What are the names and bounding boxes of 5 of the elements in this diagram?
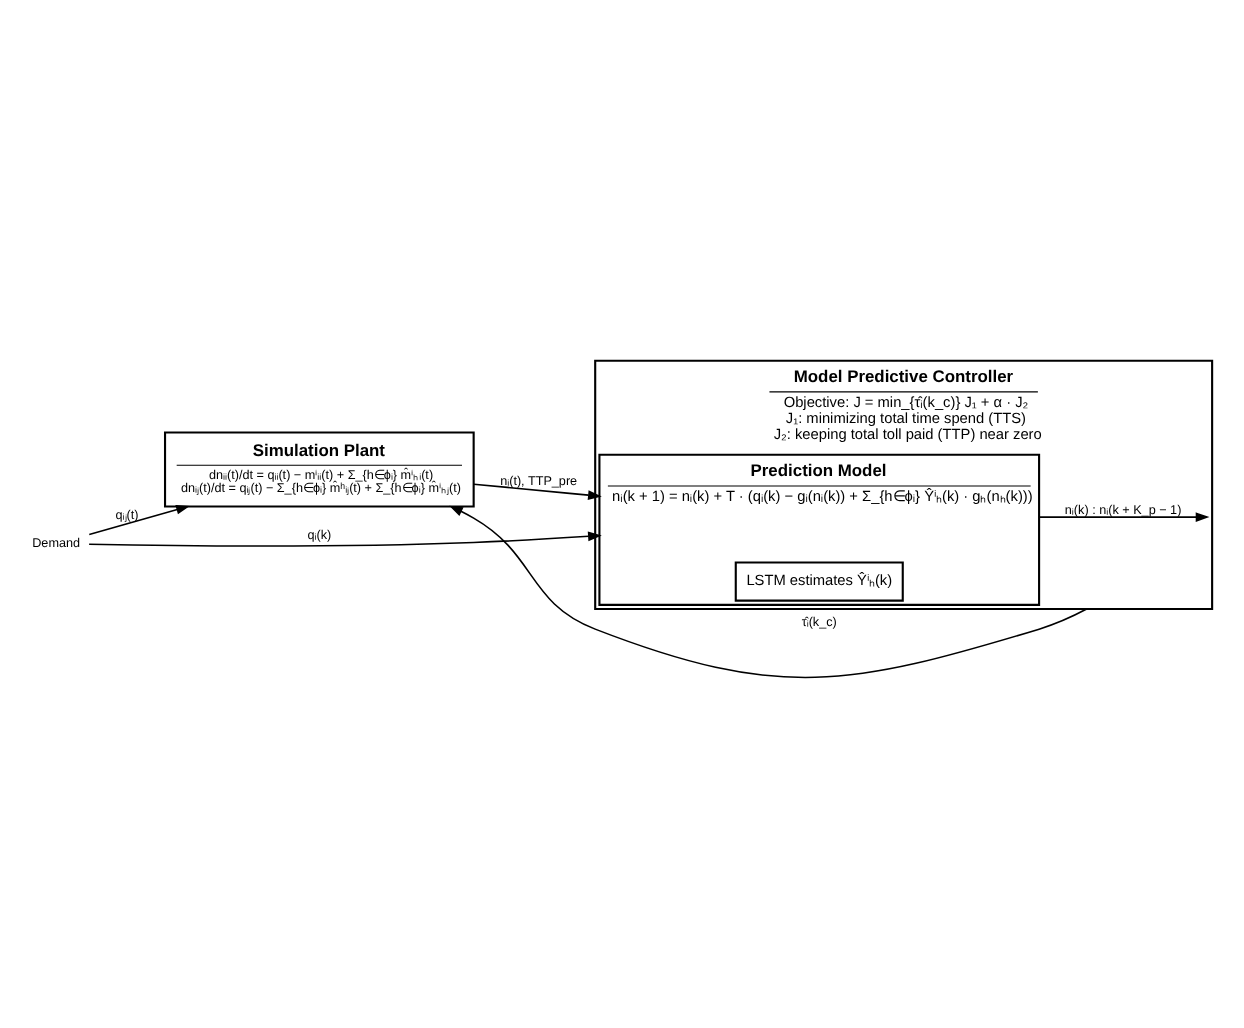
arrow	[473, 482, 602, 499]
arrow	[88, 504, 190, 535]
arrow	[1038, 511, 1210, 521]
arrow	[88, 530, 602, 546]
arrow	[449, 504, 1088, 678]
